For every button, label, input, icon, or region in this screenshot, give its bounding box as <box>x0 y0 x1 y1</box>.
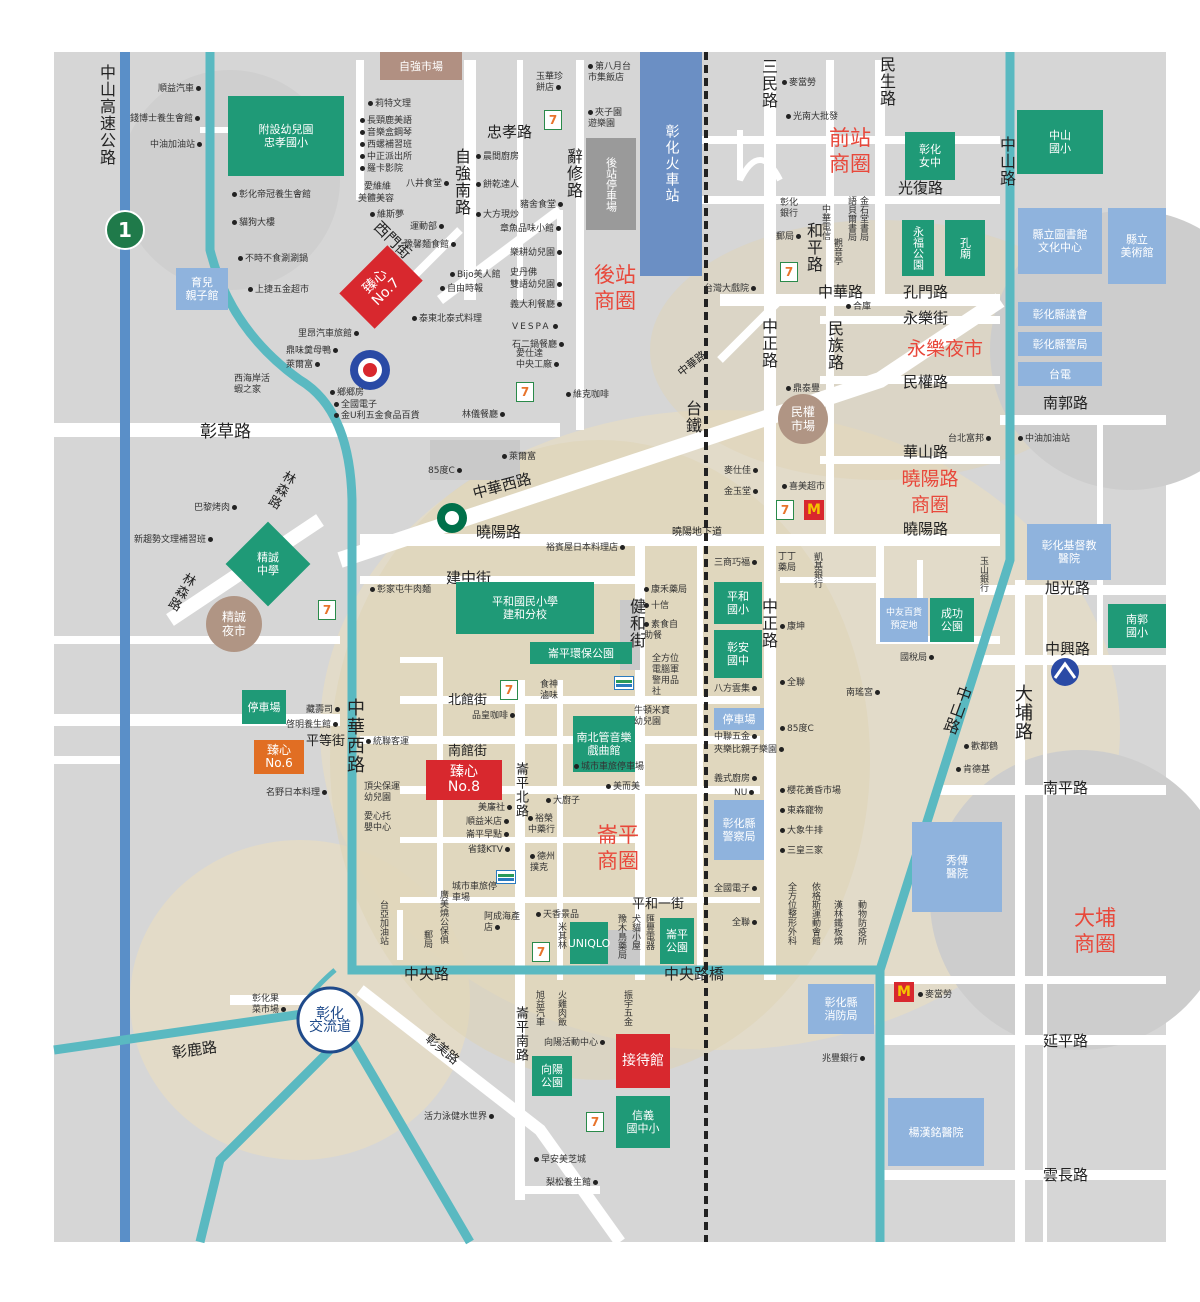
road-network <box>54 60 1166 1246</box>
interchange-label: 彰化 交流道 <box>309 1006 351 1035</box>
interchange-circle <box>296 986 364 1054</box>
metro-icon <box>1051 658 1079 686</box>
nw-circle <box>120 70 340 290</box>
highway-number: 1 <box>118 218 132 242</box>
highway-shield: 1 <box>105 210 145 250</box>
